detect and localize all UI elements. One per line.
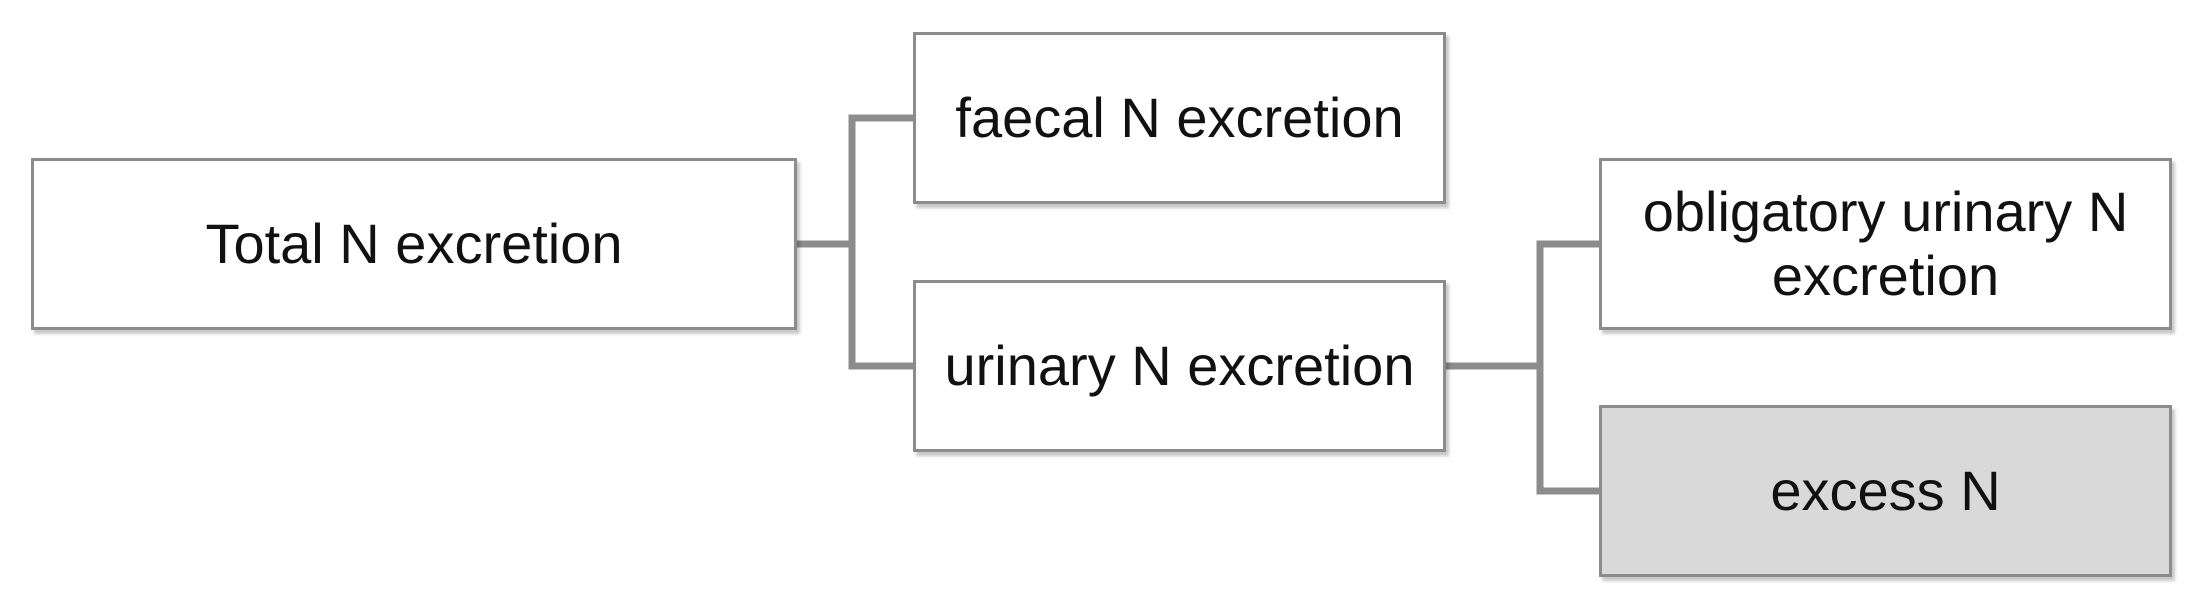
connector-total-to-urinary — [848, 244, 913, 370]
node-urinary-label: urinary N excretion — [944, 333, 1415, 397]
node-faecal-n-excretion: faecal N excretion — [913, 32, 1446, 204]
connector-total-to-faecal — [848, 114, 913, 244]
node-obligatory-label: obligatory urinary N excretion — [1642, 179, 2129, 307]
node-total-label: Total N excretion — [205, 211, 623, 275]
node-total-n-excretion: Total N excretion — [31, 158, 797, 330]
node-faecal-label: faecal N excretion — [955, 85, 1404, 149]
node-obligatory-urinary-n-excretion: obligatory urinary N excretion — [1599, 158, 2172, 330]
connector-urinary-to-obligatory — [1536, 240, 1599, 366]
connector-urinary-to-excess — [1536, 366, 1599, 495]
node-excess-label: excess N — [1770, 458, 2001, 522]
node-excess-n: excess N — [1599, 405, 2172, 577]
node-urinary-n-excretion: urinary N excretion — [913, 280, 1446, 452]
